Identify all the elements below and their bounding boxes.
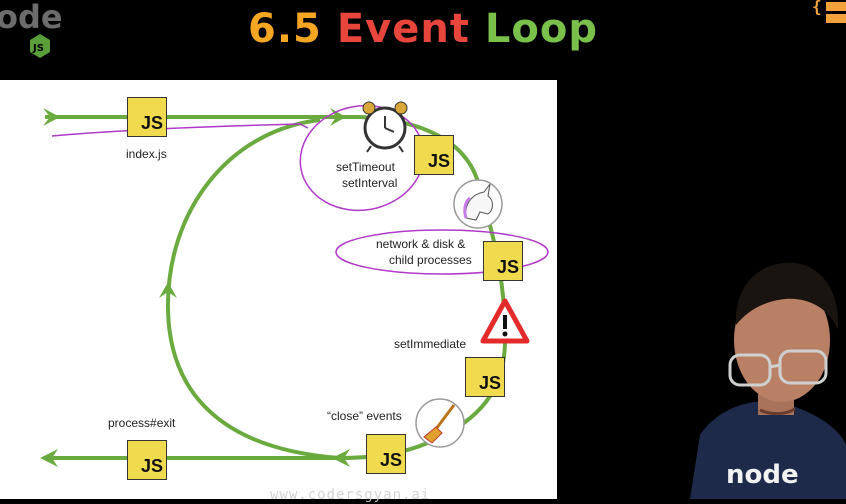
label-timers-2: setInterval <box>342 176 398 190</box>
label-io-1: network & disk & <box>376 237 466 251</box>
js-box-timers: JS <box>414 135 454 175</box>
page-title: 6.5 Event Loop <box>0 6 846 52</box>
js-box-io: JS <box>483 241 523 281</box>
unicorn-icon <box>453 179 503 229</box>
broom-icon <box>415 398 465 448</box>
presenter-video: node <box>690 255 846 499</box>
io-circle <box>335 229 549 275</box>
svg-text:node: node <box>726 460 799 490</box>
label-close: “close” events <box>327 409 402 423</box>
watermark-text: www.codersgyan.ai <box>270 487 431 503</box>
nodejs-logo: ode JS <box>0 0 100 60</box>
warning-icon <box>480 298 530 344</box>
event-loop-diagram: JS JS JS JS JS JS index.js setTimeout se… <box>0 80 557 499</box>
svg-text:ode: ode <box>0 0 63 36</box>
label-immediate: setImmediate <box>394 337 467 351</box>
loop-path-left <box>165 118 341 460</box>
title-loop: Loop <box>484 6 598 52</box>
js-box-entry: JS <box>127 97 167 137</box>
brand-logo: { <box>806 0 846 32</box>
js-box-immediate: JS <box>465 357 505 397</box>
title-number: 6.5 <box>248 6 322 52</box>
loop-arrow-left <box>159 282 177 298</box>
loop-arrow-bottom <box>332 449 350 467</box>
js-box-close: JS <box>366 434 406 474</box>
title-event: Event <box>336 6 470 52</box>
svg-text:JS: JS <box>32 43 44 54</box>
label-entry: index.js <box>126 147 167 161</box>
underline-annotation <box>51 123 309 137</box>
js-box-exit: JS <box>127 440 167 480</box>
timers-circle <box>299 104 425 212</box>
entry-arrow <box>43 108 60 126</box>
alarm-clock-icon <box>362 101 408 153</box>
loop-diagram-svg <box>40 101 549 467</box>
label-io-2: child processes <box>389 253 472 267</box>
label-exit: process#exit <box>108 416 176 430</box>
label-timers-1: setTimeout <box>336 160 395 174</box>
svg-text:{: { <box>812 0 822 16</box>
exit-arrow <box>40 449 58 467</box>
